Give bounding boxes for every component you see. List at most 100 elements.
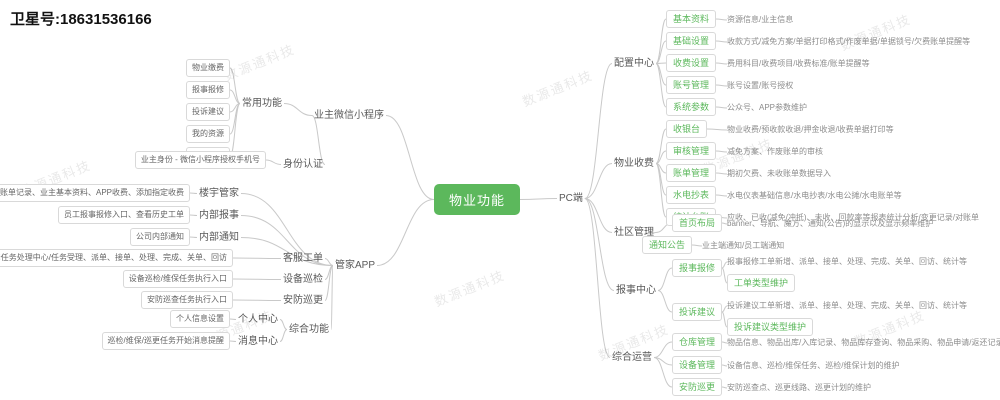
node-resource[interactable]: 我的资源 bbox=[186, 125, 230, 143]
node-sybj[interactable]: 首页布局 bbox=[672, 214, 723, 232]
node-tsjy_leaf2[interactable]: 投诉建议类型维护 bbox=[727, 318, 814, 336]
node-pay[interactable]: 物业缴费 bbox=[186, 59, 230, 77]
node-sfsz[interactable]: 收费设置 bbox=[666, 54, 717, 72]
node-tzgg_leaf[interactable]: 业主端通知/员工端通知 bbox=[702, 241, 785, 250]
edge-tsjy-tsjy_leaf2 bbox=[721, 311, 728, 328]
node-affx[interactable]: 安防巡更 bbox=[672, 378, 723, 396]
node-zonghe[interactable]: 综合功能 bbox=[289, 324, 329, 335]
node-shebei_leaf[interactable]: 设备巡检/维保任务执行入口 bbox=[122, 270, 233, 288]
edge-fee-tjtz bbox=[655, 163, 667, 218]
node-syt_leaf[interactable]: 物业收费/预收款收退/押金收退/收费单据打印等 bbox=[727, 125, 894, 134]
edge-pc-report bbox=[584, 198, 615, 291]
edge-syt-syt_leaf bbox=[707, 128, 728, 131]
edge-fee-syt bbox=[655, 128, 667, 164]
node-xtcs_leaf[interactable]: 公众号、APP参数维护 bbox=[727, 103, 808, 112]
edge-config-jcsz bbox=[655, 40, 667, 64]
node-report[interactable]: 报事中心 bbox=[616, 285, 656, 296]
edge-jbzl-jbzl_leaf bbox=[716, 18, 728, 21]
node-anfang_leaf[interactable]: 安防巡查任务执行入口 bbox=[141, 291, 233, 309]
node-ckgl[interactable]: 仓库管理 bbox=[672, 333, 723, 351]
node-sfsz_leaf[interactable]: 费用科目/收费项目/收费标准/账单提醒等 bbox=[727, 59, 870, 68]
edge-sybj-sybj_leaf bbox=[721, 222, 728, 225]
node-neibao_leaf[interactable]: 员工报事报修入口、查看历史工单 bbox=[58, 206, 190, 224]
edge-operation-ckgl bbox=[653, 341, 673, 358]
node-tsjy[interactable]: 投诉建议 bbox=[672, 303, 723, 321]
node-jcsz_leaf[interactable]: 收款方式/减免方案/单据打印格式/作废单据/单据锁号/欠费账单提醒等 bbox=[727, 37, 971, 46]
node-identity[interactable]: 身份认证 bbox=[283, 159, 323, 170]
node-jcsz[interactable]: 基础设置 bbox=[666, 32, 717, 50]
edge-sfsz-sfsz_leaf bbox=[716, 62, 728, 65]
edge-app-neibao bbox=[240, 215, 334, 266]
node-zhgl[interactable]: 账号管理 bbox=[666, 76, 717, 94]
node-shgl_leaf[interactable]: 减免方案、作废账单的审核 bbox=[727, 147, 823, 156]
node-jbzl[interactable]: 基本资料 bbox=[666, 10, 717, 28]
edge-ckgl-ckgl_leaf bbox=[721, 341, 728, 344]
node-personal[interactable]: 个人中心 bbox=[238, 314, 278, 325]
node-operation[interactable]: 综合运营 bbox=[612, 352, 652, 363]
node-tjtz_leaf[interactable]: 应收、已收(减免/冲抵)、未收、回款率等报表统计分析/变更记录/对账单 bbox=[727, 213, 979, 222]
edge-neitong-neitong_leaf bbox=[189, 236, 198, 238]
node-zhgl_leaf[interactable]: 账号设置/账号授权 bbox=[727, 81, 794, 90]
node-neitong_leaf[interactable]: 公司内部通知 bbox=[130, 228, 190, 246]
node-shgl[interactable]: 审核管理 bbox=[666, 142, 717, 160]
node-ckgl_leaf[interactable]: 物品信息、物品出库/入库记录、物品库存查询、物品采购、物品申请/返还记录等 bbox=[727, 338, 1000, 347]
edge-louyu-louyu_leaf bbox=[189, 192, 198, 194]
node-sybj_leaf[interactable]: banner、导航、魔方、通知(公告)的显示以及显示频率维护 bbox=[727, 219, 934, 228]
node-louyu_leaf[interactable]: 房屋账单查询、已收账单记录、业主基本资料、APP收费、添加指定收费 bbox=[0, 184, 190, 202]
edge-central-app bbox=[377, 199, 435, 266]
node-config[interactable]: 配置中心 bbox=[614, 58, 654, 69]
node-message[interactable]: 消息中心 bbox=[238, 336, 278, 347]
node-zdgl_leaf[interactable]: 期初欠费、未收账单数据导入 bbox=[727, 169, 831, 178]
node-bsbx_leaf2[interactable]: 工单类型维护 bbox=[727, 274, 796, 292]
node-community[interactable]: 社区管理 bbox=[614, 227, 654, 238]
node-wechat[interactable]: 业主微信小程序 bbox=[314, 110, 384, 121]
node-tsjy_leaf1[interactable]: 投诉建议工单新增、派单、接单、处理、完成、关单、回访、统计等 bbox=[727, 301, 967, 310]
node-tzgg[interactable]: 通知公告 bbox=[642, 236, 693, 254]
edge-report-bsbx bbox=[657, 267, 673, 291]
edge-shebei-shebei_leaf bbox=[232, 278, 282, 280]
node-kefu_leaf[interactable]: 报事报修任务处理中心/任务受理、派单、接单、处理、完成、关单、回访 bbox=[0, 249, 233, 267]
edge-affx-affx_leaf bbox=[721, 386, 728, 389]
node-neitong[interactable]: 内部通知 bbox=[199, 232, 239, 243]
node-xtcs[interactable]: 系统参数 bbox=[666, 98, 717, 116]
edge-common-pay bbox=[229, 67, 241, 104]
edge-operation-affx bbox=[653, 357, 673, 388]
node-common[interactable]: 常用功能 bbox=[242, 98, 282, 109]
edge-pc-community bbox=[584, 198, 613, 233]
edge-common-repair bbox=[229, 89, 241, 104]
edge-xtcs-xtcs_leaf bbox=[716, 106, 728, 109]
node-jbzl_leaf[interactable]: 资源信息/业主信息 bbox=[727, 15, 794, 24]
node-sbgl[interactable]: 设备管理 bbox=[672, 356, 723, 374]
node-kefu[interactable]: 客服工单 bbox=[283, 253, 323, 264]
node-owner_auth[interactable]: 业主身份 - 微信小程序授权手机号 bbox=[134, 151, 266, 169]
node-complaint[interactable]: 投诉建议 bbox=[186, 103, 230, 121]
node-central[interactable]: 物业功能 bbox=[434, 184, 521, 215]
node-shebei[interactable]: 设备巡检 bbox=[283, 274, 323, 285]
node-neibao[interactable]: 内部报事 bbox=[199, 210, 239, 221]
edge-config-sfsz bbox=[655, 62, 667, 64]
node-anfang_app[interactable]: 安防巡更 bbox=[283, 295, 323, 306]
node-sbgl_leaf[interactable]: 设备信息、巡检/维保任务、巡检/维保计划的维护 bbox=[727, 361, 900, 370]
node-zdgl[interactable]: 账单管理 bbox=[666, 164, 717, 182]
node-personal_leaf[interactable]: 个人信息设置 bbox=[170, 310, 230, 328]
node-fee[interactable]: 物业收费 bbox=[614, 158, 654, 169]
node-bsbx_leaf1[interactable]: 报事报修工单新增、派单、接单、处理、完成、关单、回访、统计等 bbox=[727, 257, 967, 266]
edge-zhgl-zhgl_leaf bbox=[716, 84, 728, 87]
node-louyu[interactable]: 楼宇管家 bbox=[199, 188, 239, 199]
node-repair[interactable]: 报事报修 bbox=[186, 81, 230, 99]
node-pc[interactable]: PC端 bbox=[559, 193, 583, 204]
node-sdcb_leaf[interactable]: 水电仪表基础信息/水电抄表/水电公摊/水电账单等 bbox=[727, 191, 902, 200]
edge-message-message_leaf bbox=[229, 340, 237, 342]
node-syt[interactable]: 收银台 bbox=[666, 120, 708, 138]
edge-bsbx-bsbx_leaf2 bbox=[721, 267, 728, 284]
edge-app-zonghe bbox=[330, 265, 334, 330]
node-bsbx[interactable]: 报事报修 bbox=[672, 259, 723, 277]
node-app[interactable]: 管家APP bbox=[335, 260, 376, 271]
edge-sbgl-sbgl_leaf bbox=[721, 364, 728, 367]
node-sdcb[interactable]: 水电抄表 bbox=[666, 186, 717, 204]
node-affx_leaf[interactable]: 安防巡查点、巡更线路、巡更计划的维护 bbox=[727, 383, 871, 392]
edge-identity-owner_auth bbox=[265, 159, 282, 165]
node-message_leaf[interactable]: 巡检/维保/巡更任务开始消息提醒 bbox=[101, 332, 230, 350]
edge-config-xtcs bbox=[655, 63, 667, 108]
